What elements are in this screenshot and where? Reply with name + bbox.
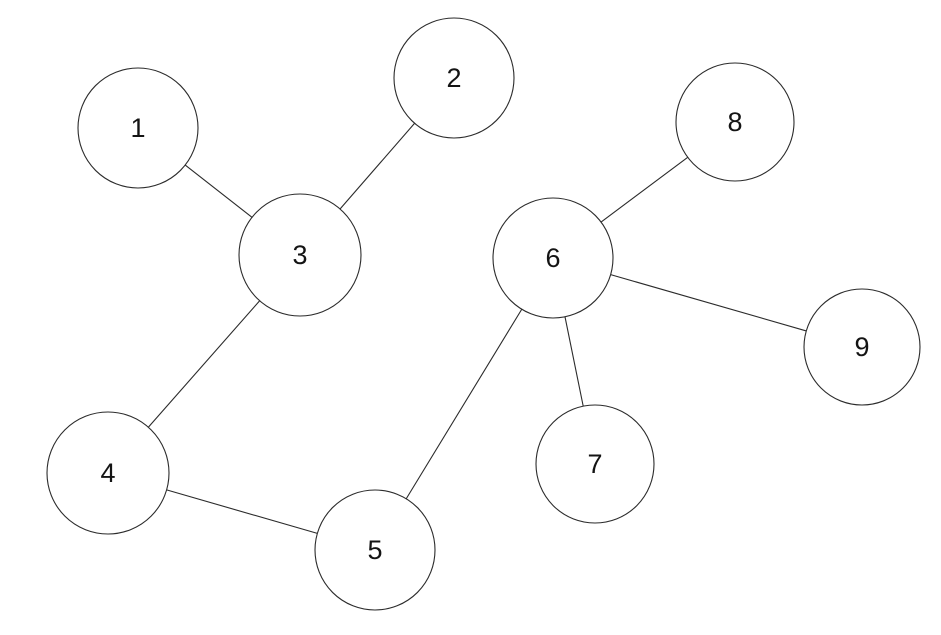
graph-edge-5-6	[405, 308, 523, 500]
node-circle-7[interactable]	[535, 404, 655, 524]
node-circle-9[interactable]	[803, 288, 921, 406]
node-label-2: 2	[446, 63, 461, 93]
node-circle-4[interactable]	[46, 411, 170, 535]
graph-node-2[interactable]: 2	[393, 17, 515, 139]
node-label-4: 4	[100, 458, 115, 488]
graph-edge-4-5	[166, 489, 318, 534]
node-label-7: 7	[587, 449, 602, 479]
node-label-3: 3	[292, 240, 307, 270]
node-label-1: 1	[130, 113, 145, 143]
node-circle-1[interactable]	[77, 67, 199, 189]
graph-edge-2-3	[339, 122, 416, 210]
graph-node-8[interactable]: 8	[675, 62, 795, 182]
graph-node-4[interactable]: 4	[46, 411, 170, 535]
node-label-9: 9	[854, 332, 869, 362]
node-circle-6[interactable]	[492, 197, 614, 319]
nodes-layer: 1 2 3 4 5 6 7 8 9	[46, 17, 921, 611]
node-label-6: 6	[545, 243, 560, 273]
graph-node-3[interactable]: 3	[238, 193, 362, 317]
node-label-8: 8	[727, 107, 742, 137]
graph-node-9[interactable]: 9	[803, 288, 921, 406]
node-circle-2[interactable]	[393, 17, 515, 139]
node-circle-3[interactable]	[238, 193, 362, 317]
graph-node-6[interactable]: 6	[492, 197, 614, 319]
graph-edge-6-7	[564, 316, 584, 407]
graph-node-5[interactable]: 5	[314, 489, 436, 611]
graph-edge-6-8	[600, 156, 689, 223]
graph-node-7[interactable]: 7	[535, 404, 655, 524]
graph-edge-3-4	[147, 300, 261, 428]
graph-edge-1-3	[184, 164, 253, 218]
edges-layer	[147, 122, 807, 534]
node-circle-8[interactable]	[675, 62, 795, 182]
node-circle-5[interactable]	[314, 489, 436, 611]
graph-edge-6-9	[610, 274, 807, 332]
graph-node-1[interactable]: 1	[77, 67, 199, 189]
node-label-5: 5	[367, 535, 382, 565]
